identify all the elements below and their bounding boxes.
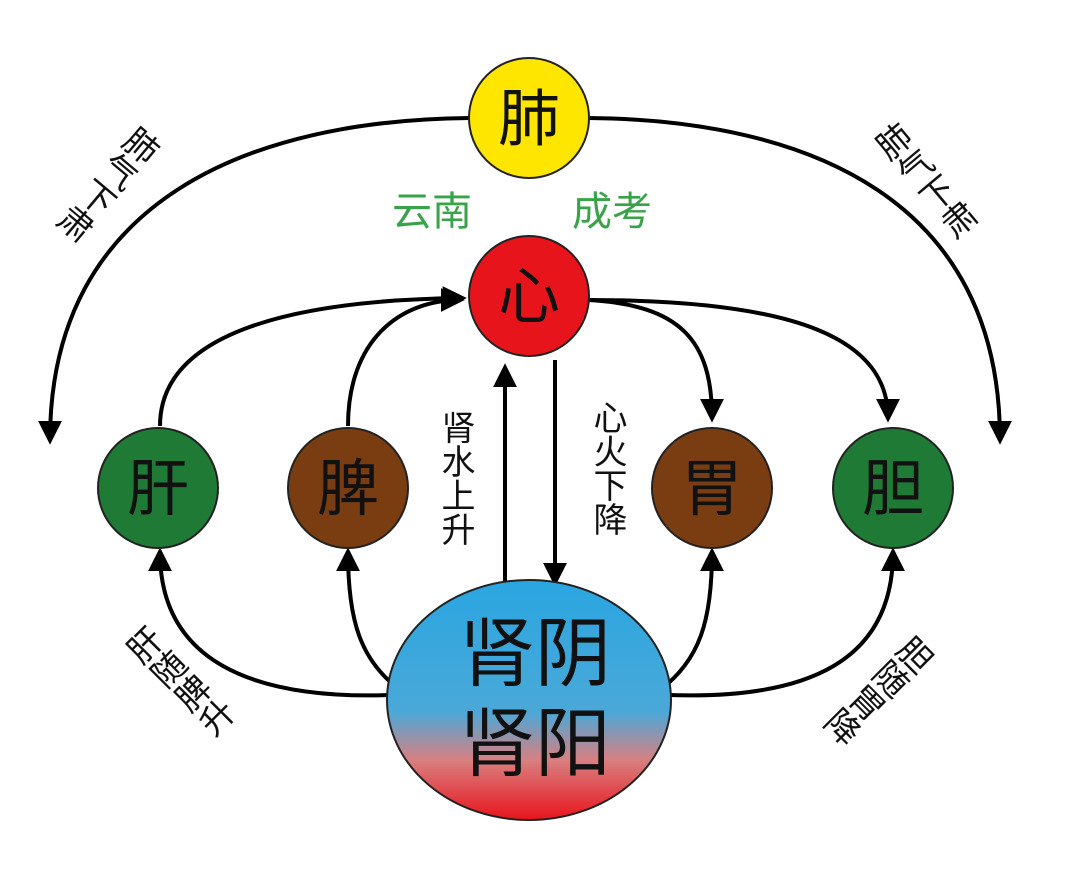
lung-node: 肺: [468, 57, 590, 179]
heart-gall-arrow: [587, 298, 900, 423]
spleen-node: 脾: [287, 427, 409, 549]
lung-right-arrow: [587, 116, 1012, 445]
heart-node: 心: [468, 235, 590, 357]
stomach-node: 胃: [651, 427, 773, 549]
arrows: [38, 116, 1012, 698]
gallbladder-label: 胆: [862, 452, 924, 525]
heart-stomach-arrow: [587, 298, 724, 423]
spleen-heart-arrow: [346, 288, 465, 427]
kidney-node: 肾阴 肾阳: [386, 579, 672, 821]
spleen-label: 脾: [317, 452, 379, 525]
kidney-yin-label: 肾阴: [459, 609, 611, 698]
kidney-liver-arrow: [148, 547, 393, 698]
lung-left-arrow: [38, 116, 471, 445]
lung-qi-left-label: 肺气下肃: [47, 117, 165, 247]
kidney-water-rising-label: 肾水上升: [435, 410, 475, 546]
gallbladder-node: 胆: [832, 427, 954, 549]
liver-heart-arrow: [158, 286, 467, 427]
kidney-spleen-arrow: [336, 547, 402, 692]
liver-spleen-rising-label: 肝随脾升: [116, 621, 240, 745]
kidney-stomach-arrow: [658, 547, 724, 692]
watermark-right: 成考: [572, 189, 652, 235]
liver-node: 肝: [97, 427, 219, 549]
kidney-yang-label: 肾阳: [459, 699, 611, 788]
lung-label: 肺: [498, 82, 560, 155]
watermark-left: 云南: [392, 189, 472, 235]
heart-label: 心: [498, 260, 560, 333]
stomach-label: 胃: [681, 452, 743, 525]
liver-label: 肝: [127, 452, 189, 525]
gall-stomach-descending-label: 胆随胃降: [815, 626, 939, 750]
kidney-gall-arrow: [667, 547, 905, 698]
heart-fire-descending-label: 心火下降: [587, 400, 627, 536]
